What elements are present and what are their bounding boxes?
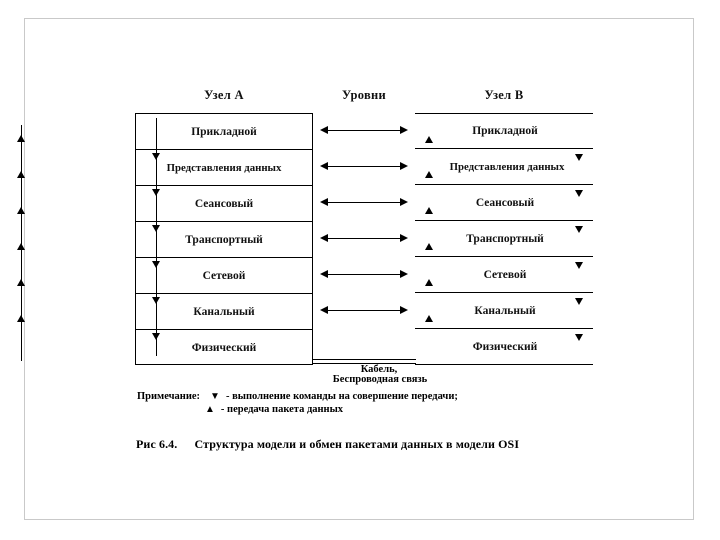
node-b-down-triangle-icon-представления-данных xyxy=(575,153,583,161)
figure-caption-text: Структура модели и обмен пакетами данных… xyxy=(194,437,520,451)
column-heading-levels: Уровни xyxy=(342,88,386,102)
node-a-layer-label-физический: Физический xyxy=(191,342,257,354)
node-a-layer-row-сеансовый: Сеансовый xyxy=(136,186,312,222)
node-a-layer-label-представления-данных: Представления данных xyxy=(166,161,282,174)
peer-arrow-прикладной xyxy=(320,125,408,135)
arrow-head-right-icon xyxy=(400,125,408,134)
node-b-layer-row-представления-данных: Представления данных xyxy=(415,149,593,185)
node-a-down-triangle-icon-физический xyxy=(151,332,160,340)
arrow-head-left-icon xyxy=(320,305,328,314)
node-a-up-triangle-icon-транспортный xyxy=(16,243,25,251)
up-triangle-icon: ▲ xyxy=(205,403,215,415)
node-b-layer-label-сетевой: Сетевой xyxy=(483,268,527,281)
down-triangle-icon: ▼ xyxy=(210,390,220,402)
node-b-layer-label-представления-данных: Представления данных xyxy=(449,160,565,173)
node-b-up-triangle-icon-прикладной xyxy=(425,136,433,144)
figure-notes: Примечание: ▼ - выполнение команды на со… xyxy=(137,390,577,416)
arrow-shaft xyxy=(327,273,401,275)
node-a-upward-arrow-shaft xyxy=(21,125,22,361)
node-a-layer-row-канальный: Канальный xyxy=(136,294,312,330)
peer-arrow-транспортный xyxy=(320,233,408,243)
node-a-layer-label-сетевой: Сетевой xyxy=(202,269,246,282)
arrow-shaft xyxy=(327,201,401,203)
node-a-layer-label-транспортный: Транспортный xyxy=(185,233,263,246)
peer-arrow-канальный xyxy=(320,305,408,315)
node-b-up-triangle-icon-сетевой xyxy=(425,279,433,287)
node-a-down-triangle-icon-транспортный xyxy=(151,224,160,232)
node-a-layer-row-представления-данных: Представления данных xyxy=(136,150,312,186)
notes-title: Примечание: xyxy=(137,391,201,402)
arrow-head-right-icon xyxy=(400,269,408,278)
arrow-head-left-icon xyxy=(320,197,328,206)
node-b-layer-row-сетевой: Сетевой xyxy=(415,257,593,293)
note-text-command: - выполнение команды на совершение перед… xyxy=(225,391,458,402)
node-b-down-triangle-icon-сеансовый xyxy=(575,189,583,197)
arrow-head-right-icon xyxy=(400,161,408,170)
arrow-head-right-icon xyxy=(400,233,408,242)
node-b-layer-row-транспортный: Транспортный xyxy=(415,221,593,257)
arrow-head-right-icon xyxy=(400,305,408,314)
node-b-layer-label-транспортный: Транспортный xyxy=(466,232,544,245)
note-row-packet: ▲ - передача пакета данных xyxy=(137,403,577,416)
arrow-head-right-icon xyxy=(400,197,408,206)
arrow-shaft xyxy=(327,129,401,131)
node-b-layer-label-канальный: Канальный xyxy=(474,304,536,317)
node-a-up-triangle-icon-сеансовый xyxy=(16,207,25,215)
note-text-packet: - передача пакета данных xyxy=(220,404,344,415)
node-b-up-triangle-icon-канальный xyxy=(425,315,433,323)
node-b-layer-row-канальный: Канальный xyxy=(415,293,593,329)
node-b-down-triangle-icon-сетевой xyxy=(575,261,583,269)
node-a-down-triangle-icon-канальный xyxy=(151,296,160,304)
node-b-up-triangle-icon-транспортный xyxy=(425,243,433,251)
column-heading-node-b: Узел В xyxy=(484,88,524,102)
peer-arrow-сеансовый xyxy=(320,197,408,207)
node-b-layer-row-прикладной: Прикладной xyxy=(415,113,593,149)
node-a-layer-label-прикладной: Прикладной xyxy=(191,125,257,138)
peer-arrow-представления-данных xyxy=(320,161,408,171)
arrow-shaft xyxy=(327,165,401,167)
node-a-layer-row-прикладной: Прикладной xyxy=(136,114,312,150)
arrow-head-left-icon xyxy=(320,269,328,278)
arrow-shaft xyxy=(327,237,401,239)
node-b-layer-label-физический: Физический xyxy=(472,340,538,353)
cable-double-line xyxy=(313,359,416,364)
node-b-layer-row-физический: Физический xyxy=(415,329,593,365)
node-b-layer-label-прикладной: Прикладной xyxy=(472,125,538,137)
node-a-down-triangle-icon-представления-данных xyxy=(151,152,160,160)
arrow-head-left-icon xyxy=(320,161,328,170)
node-b-down-triangle-icon-транспортный xyxy=(575,225,583,233)
node-b-up-triangle-icon-сеансовый xyxy=(425,207,433,215)
node-a-downward-arrow-shaft xyxy=(156,118,157,356)
node-b-up-triangle-icon-представления-данных xyxy=(425,171,433,179)
node-b-down-triangle-icon-канальный xyxy=(575,297,583,305)
node-a-layer-row-сетевой: Сетевой xyxy=(136,258,312,294)
node-a-down-triangle-icon-сеансовый xyxy=(151,188,160,196)
arrow-head-left-icon xyxy=(320,125,328,134)
node-a-up-triangle-icon-представления-данных xyxy=(16,171,25,179)
node-a-layer-row-физический: Физический xyxy=(136,330,312,366)
wireless-link-label: Беспроводная связь xyxy=(332,374,428,385)
node-a-up-triangle-icon-канальный xyxy=(16,315,25,323)
node-b-layer-label-сеансовый: Сеансовый xyxy=(475,196,535,209)
node-a-layer-label-канальный: Канальный xyxy=(193,305,255,318)
column-heading-node-a: Узел А xyxy=(204,88,244,102)
arrow-head-left-icon xyxy=(320,233,328,242)
node-b-down-triangle-icon-физический xyxy=(575,333,583,341)
cable-label: Кабель, xyxy=(360,364,398,375)
note-row-command: Примечание: ▼ - выполнение команды на со… xyxy=(137,390,577,403)
node-a-up-triangle-icon-сетевой xyxy=(16,279,25,287)
node-a-layer-label-сеансовый: Сеансовый xyxy=(194,197,254,210)
node-a-layer-row-транспортный: Транспортный xyxy=(136,222,312,258)
node-a-up-triangle-icon-прикладной xyxy=(16,135,25,143)
figure-number: Рис 6.4. xyxy=(136,437,178,451)
arrow-shaft xyxy=(327,309,401,311)
node-b-layer-row-сеансовый: Сеансовый xyxy=(415,185,593,221)
peer-arrow-сетевой xyxy=(320,269,408,279)
figure-caption: Рис 6.4. Структура модели и обмен пакета… xyxy=(136,437,606,452)
node-a-down-triangle-icon-сетевой xyxy=(151,260,160,268)
